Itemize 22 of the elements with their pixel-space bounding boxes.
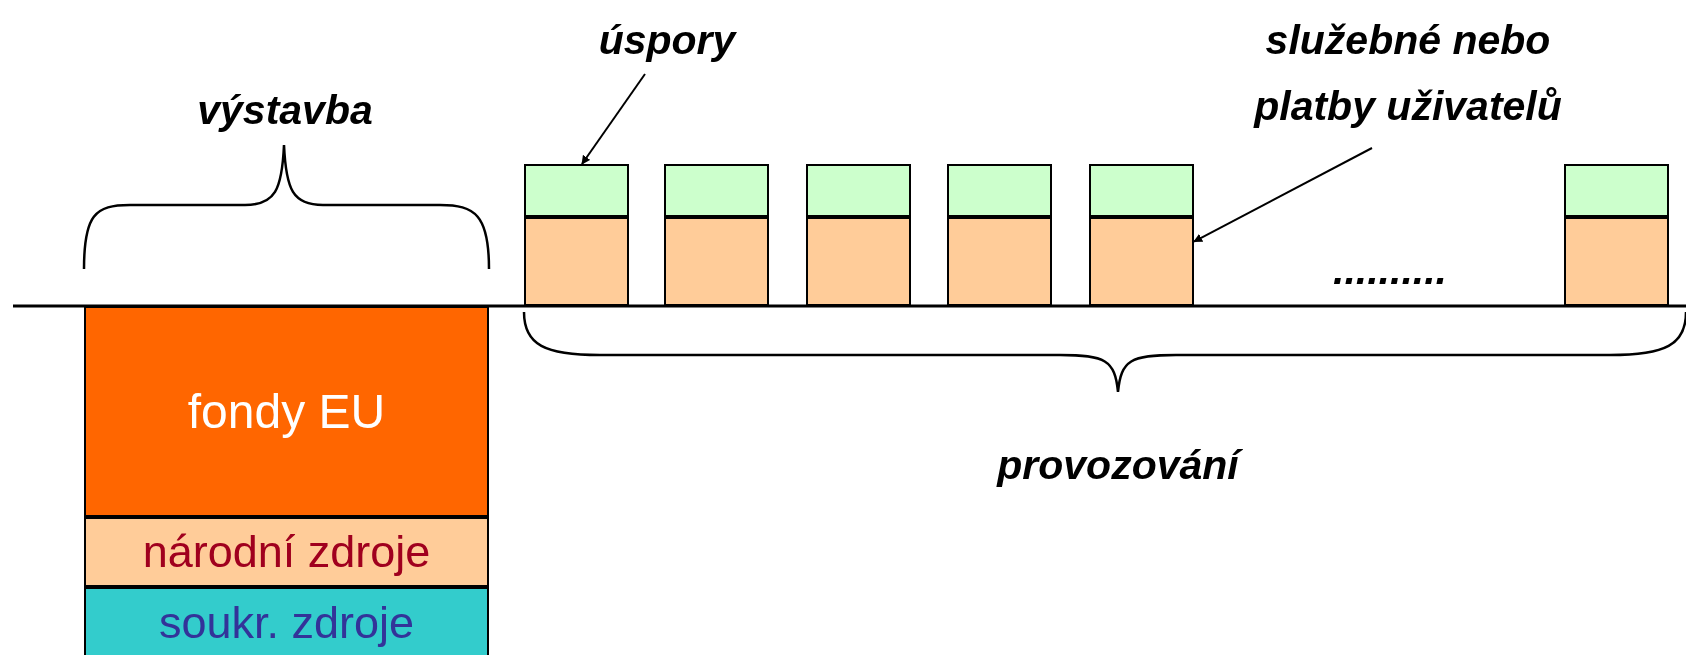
funding-block: národní zdroje xyxy=(84,517,489,587)
funding-block: fondy EU xyxy=(84,306,489,517)
ellipsis: .......... xyxy=(1332,246,1448,295)
payment-block xyxy=(1089,217,1194,306)
payment-block xyxy=(664,217,769,306)
callout-text: služebné nebo platby uživatelů xyxy=(1208,8,1608,140)
leader-line xyxy=(1193,147,1373,243)
payment-block xyxy=(1564,217,1669,306)
payment-block xyxy=(947,217,1052,306)
payment-block xyxy=(524,217,629,306)
stage-label: provozování xyxy=(918,433,1318,499)
savings-block xyxy=(947,164,1052,217)
payment-block xyxy=(806,217,911,306)
leader-line xyxy=(581,73,646,165)
funding-block: soukr. zdroje xyxy=(84,587,489,655)
savings-block xyxy=(1089,164,1194,217)
savings-block xyxy=(524,164,629,217)
stage-label: výstavba xyxy=(196,86,374,135)
savings-block xyxy=(1564,164,1669,217)
savings-block xyxy=(806,164,911,217)
savings-block xyxy=(664,164,769,217)
callout-text: úspory xyxy=(567,8,767,74)
